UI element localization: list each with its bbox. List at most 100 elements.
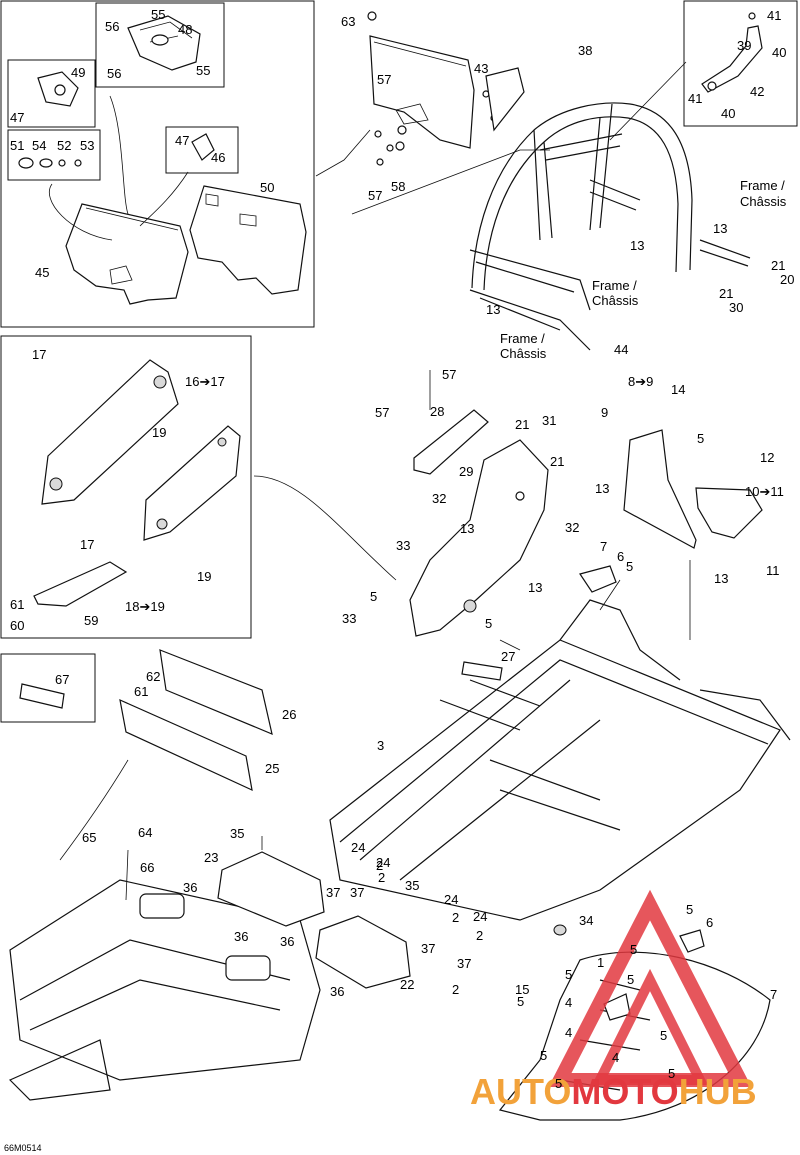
callout-61-2: 61 bbox=[134, 684, 148, 699]
callout-27: 27 bbox=[501, 649, 515, 664]
diagram-code: 66M0514 bbox=[4, 1143, 42, 1153]
part-18-plate bbox=[143, 425, 241, 541]
callout-57: 57 bbox=[377, 72, 391, 87]
callout-52: 52 bbox=[57, 138, 71, 153]
callout-6-2: 6 bbox=[617, 549, 624, 564]
part-10-rail bbox=[695, 487, 763, 539]
part-67-grip bbox=[19, 683, 65, 709]
part-34-bumper bbox=[553, 924, 567, 936]
callout-21-3: 21 bbox=[515, 417, 529, 432]
frame-note-2-en: Frame / bbox=[592, 278, 637, 293]
callout-55-2: 55 bbox=[196, 63, 210, 78]
callout-66: 66 bbox=[140, 860, 154, 875]
callout-42: 42 bbox=[750, 84, 764, 99]
leader-39-frame bbox=[609, 61, 687, 141]
callout-48: 48 bbox=[178, 22, 192, 37]
callout-63: 63 bbox=[341, 14, 355, 29]
callout-13-4: 13 bbox=[595, 481, 609, 496]
callout-59: 59 bbox=[84, 613, 98, 628]
callout-5-12: 5 bbox=[626, 559, 633, 574]
callout-61: 61 bbox=[10, 597, 24, 612]
callout-36: 36 bbox=[183, 880, 197, 895]
callout-43: 43 bbox=[474, 61, 488, 76]
part-38-roll-cage bbox=[469, 102, 751, 351]
part-26-shield bbox=[159, 649, 273, 735]
callout-14: 14 bbox=[671, 382, 685, 397]
callout-32-2: 32 bbox=[565, 520, 579, 535]
callout-16-to-17: 16➔17 bbox=[185, 374, 225, 389]
callout-13-3: 13 bbox=[713, 221, 727, 236]
callout-5-3: 5 bbox=[565, 967, 572, 982]
callout-57-3: 57 bbox=[442, 367, 456, 382]
callout-19: 19 bbox=[152, 425, 166, 440]
part-45-panel bbox=[65, 203, 189, 305]
callout-5-6: 5 bbox=[668, 1066, 675, 1081]
callout-25: 25 bbox=[265, 761, 279, 776]
callout-38: 38 bbox=[578, 43, 592, 58]
callout-8-to-9: 8➔9 bbox=[628, 374, 653, 389]
callout-29: 29 bbox=[459, 464, 473, 479]
callout-35-2: 35 bbox=[405, 878, 419, 893]
callout-22: 22 bbox=[400, 977, 414, 992]
part-51-hardware bbox=[18, 157, 82, 169]
leader-18-frame bbox=[253, 475, 397, 581]
callout-15: 15 bbox=[515, 982, 529, 997]
frame-note-3-en: Frame / bbox=[500, 331, 545, 346]
callout-36-2: 36 bbox=[234, 929, 248, 944]
callout-5-4: 5 bbox=[627, 972, 634, 987]
callout-9: 9 bbox=[601, 405, 608, 420]
callout-17-2: 17 bbox=[80, 537, 94, 552]
callout-18-to-19: 18➔19 bbox=[125, 599, 165, 614]
callout-5-13: 5 bbox=[697, 431, 704, 446]
callout-41-2: 41 bbox=[688, 91, 702, 106]
part-25-shield bbox=[119, 698, 253, 792]
callout-24-2: 24 bbox=[376, 855, 390, 870]
callout-53: 53 bbox=[80, 138, 94, 153]
callout-5-7: 5 bbox=[540, 1048, 547, 1063]
leader-panel-lower bbox=[351, 149, 550, 215]
callout-24: 24 bbox=[351, 840, 365, 855]
part-7-bracket bbox=[579, 565, 617, 593]
part-bolts-57-58 bbox=[367, 11, 498, 166]
inset-box-grip bbox=[0, 653, 96, 723]
callout-6: 6 bbox=[706, 915, 713, 930]
leader-lines bbox=[125, 370, 691, 901]
callout-45: 45 bbox=[35, 265, 49, 280]
callout-5-9: 5 bbox=[517, 994, 524, 1009]
part-46-clip bbox=[191, 133, 215, 161]
callout-39: 39 bbox=[737, 38, 751, 53]
callout-1: 1 bbox=[597, 955, 604, 970]
callout-24-4: 24 bbox=[473, 909, 487, 924]
callout-10-to-11: 10➔11 bbox=[745, 484, 784, 499]
leader-panel-63 bbox=[315, 129, 371, 177]
callout-13-5: 13 bbox=[460, 521, 474, 536]
callout-37-4: 37 bbox=[457, 956, 471, 971]
callout-7-2: 7 bbox=[600, 539, 607, 554]
part-50-panel bbox=[189, 185, 307, 295]
leader-curves-top-left bbox=[49, 95, 189, 241]
part-39-bracket bbox=[701, 12, 763, 93]
callout-47: 47 bbox=[175, 133, 189, 148]
callout-64: 64 bbox=[138, 825, 152, 840]
callout-33-2: 33 bbox=[342, 611, 356, 626]
callout-67: 67 bbox=[55, 672, 69, 687]
callout-56: 56 bbox=[105, 19, 119, 34]
part-front-suspension bbox=[498, 929, 771, 1121]
part-49-bracket bbox=[37, 71, 79, 107]
part-31-support bbox=[409, 439, 549, 637]
inset-box-left-middle bbox=[0, 335, 252, 639]
part-28-cover bbox=[413, 409, 489, 475]
callout-44: 44 bbox=[614, 342, 628, 357]
inset-box-49 bbox=[7, 59, 96, 128]
callout-37: 37 bbox=[350, 885, 364, 900]
callout-2: 2 bbox=[452, 910, 459, 925]
inset-box-top-left bbox=[0, 0, 315, 328]
callout-21-4: 21 bbox=[550, 454, 564, 469]
callout-28: 28 bbox=[430, 404, 444, 419]
callout-40: 40 bbox=[772, 45, 786, 60]
callout-40-2: 40 bbox=[721, 106, 735, 121]
callout-46: 46 bbox=[211, 150, 225, 165]
callout-5-2: 5 bbox=[630, 942, 637, 957]
callout-33: 33 bbox=[396, 538, 410, 553]
callout-50: 50 bbox=[260, 180, 274, 195]
